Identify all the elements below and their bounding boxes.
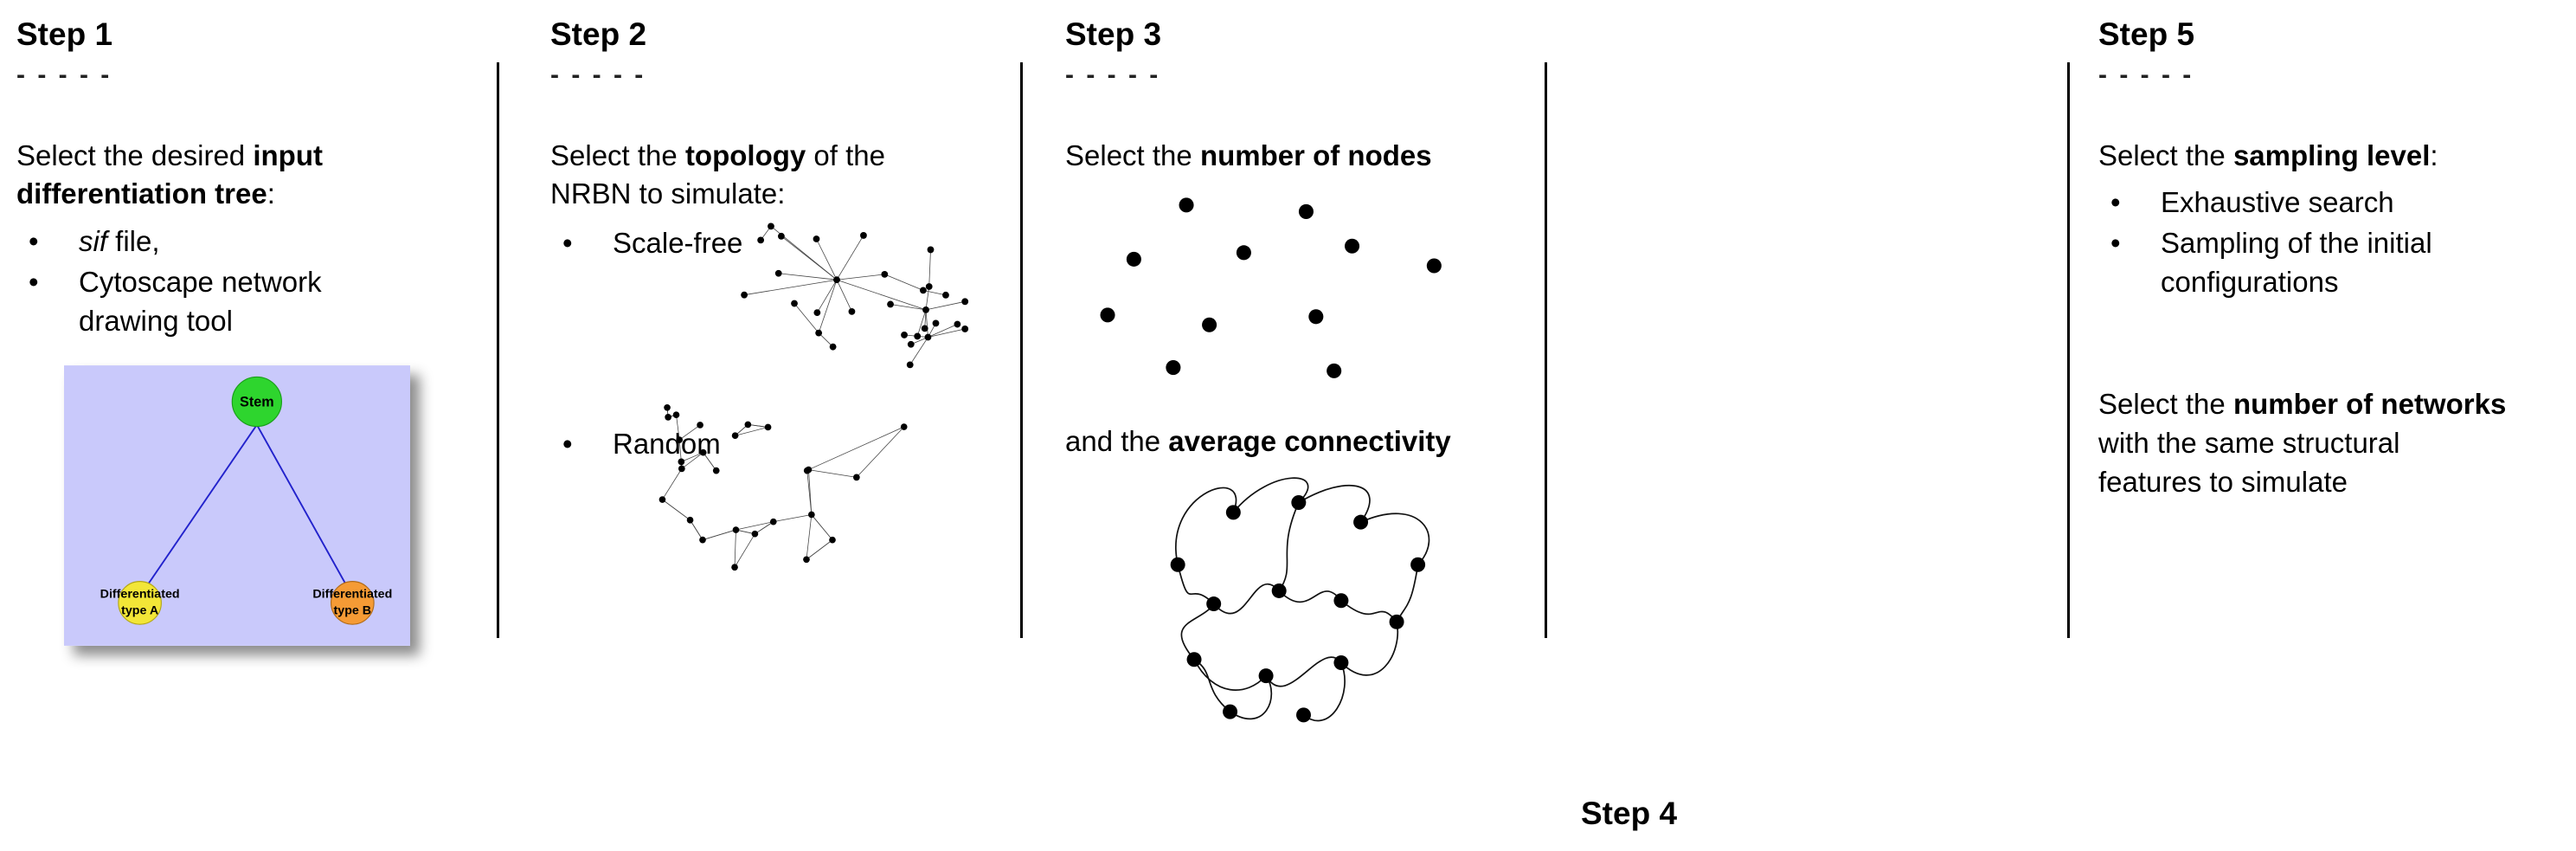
dashed-separator: - - - - - (16, 60, 112, 89)
dashed-separator: - - - - - (2098, 60, 2194, 89)
step-intro: Select the number of nodes (1065, 137, 1539, 176)
text-segment: number of nodes (1199, 139, 1432, 171)
step-title: Step 4 (1581, 796, 1678, 831)
text-segment: Select the desired (16, 139, 254, 171)
bullet-item: • Exhaustive search (2098, 184, 2570, 222)
tree-edge-a (138, 424, 258, 597)
type-a-node (118, 580, 162, 625)
text-segment: Select the (2098, 388, 2233, 421)
text-segment: sif (79, 225, 107, 258)
step-title: Step 1 (16, 16, 113, 52)
column-divider (1020, 62, 1023, 638)
column-divider (1545, 62, 1547, 638)
text-segment: topology (684, 139, 806, 171)
random-network-figure (658, 403, 908, 571)
dashed-separator: - - - - - (1065, 60, 1161, 89)
type-b-node (331, 580, 375, 625)
step-4-column: Step 4 - - - - - Select the set of Boole… (1581, 796, 2065, 851)
connectivity-figure (1170, 477, 1430, 723)
text-segment: input differentiation tree (16, 139, 323, 210)
bullet-item: • Random (550, 425, 872, 464)
text-segment: number of networks (2232, 388, 2507, 421)
bullet-text: Scale-free (613, 224, 742, 263)
bullet-item: • Scale-free (550, 224, 1013, 263)
scale-free-network-figure (741, 222, 969, 369)
bullet-list: • Exhaustive search • Sampling of the initi… (2098, 184, 2570, 302)
step-intro-2: and the average connectivity (1065, 422, 1539, 461)
nodes-dots-figure (1100, 197, 1442, 379)
step-title: Step 2 (550, 16, 647, 52)
tree-edge-b (256, 424, 354, 597)
step-3-column: Step 3 - - - - - Select the number of no… (1065, 16, 1539, 728)
text-segment: Exhaustive search (2161, 186, 2394, 219)
text-segment: sampling level (2232, 139, 2431, 171)
step-intro: Select the sampling level: (2098, 137, 2509, 176)
step-intro: Select the topology of the NRBN to simul… (550, 137, 931, 215)
text-segment: Select the (1065, 139, 1200, 171)
step-title: Step 5 (2098, 16, 2195, 52)
stem-label: Stem (240, 395, 274, 410)
text-segment: Sampling of the initial configurations (2161, 227, 2432, 299)
type-a-label-line2: type A (121, 604, 158, 618)
step-5-column: Step 5 - - - - - Select the sampling lev… (2098, 16, 2570, 502)
text-segment: average connectivity (1168, 425, 1451, 458)
text-segment: : (267, 177, 275, 210)
bullet-item: • Sampling of the initial configurations (2098, 224, 2570, 302)
type-b-label-line2: type B (334, 604, 372, 618)
bullet-marker: • (2110, 227, 2121, 260)
text-segment: Select the (550, 139, 685, 171)
differentiation-tree-figure: Stem Differentiated type A Differentiate… (64, 365, 410, 646)
dashed-separator: - - - - - (1581, 840, 2065, 851)
text-segment: with the same structural features to sim… (2098, 426, 2400, 498)
text-segment: : (2430, 139, 2438, 171)
column-divider (497, 62, 499, 638)
text-segment: and the (1065, 425, 1169, 458)
dashed-separator: - - - - - (550, 60, 646, 89)
text-segment: file, (107, 225, 160, 258)
bullet-marker: • (562, 428, 573, 460)
bullet-marker: • (562, 227, 573, 260)
text-segment: Select the (2098, 139, 2233, 171)
type-a-label-line1: Differentiated (100, 588, 180, 602)
differentiation-tree-svg: Stem Differentiated type A Differentiate… (64, 365, 410, 646)
bullet-text: Cytoscape network drawing tool (79, 263, 364, 341)
bullet-marker: • (29, 225, 39, 258)
bullet-text: sif file, (79, 222, 160, 261)
text-segment: of the NRBN to simulate: (550, 139, 885, 210)
bullet-marker: • (29, 266, 39, 299)
bullet-marker: • (2110, 186, 2121, 219)
stem-node (231, 376, 282, 428)
step-1-column: Step 1 - - - - - Select the desired inpu… (16, 16, 488, 646)
step-2-column: Step 2 - - - - - Select the topology of … (550, 16, 1013, 796)
bullet-item: • Cytoscape network drawing tool (16, 263, 488, 341)
type-b-label-line1: Differentiated (312, 588, 392, 602)
text-segment: Scale-free (613, 227, 743, 260)
column-divider (2067, 62, 2070, 638)
step-intro: Select the desired input differentiation… (16, 137, 488, 215)
text-segment: Cytoscape network drawing tool (79, 266, 322, 338)
bullet-item: • sif file, (16, 222, 488, 261)
bullet-text: Exhaustive search (2161, 184, 2394, 222)
step-title: Step 3 (1065, 16, 1162, 52)
bullet-list: • sif file, • Cytoscape network drawing too… (16, 222, 488, 341)
step-intro-2: Select the number of networks with the s… (2098, 385, 2509, 502)
bullet-text: Sampling of the initial configurations (2161, 224, 2489, 302)
